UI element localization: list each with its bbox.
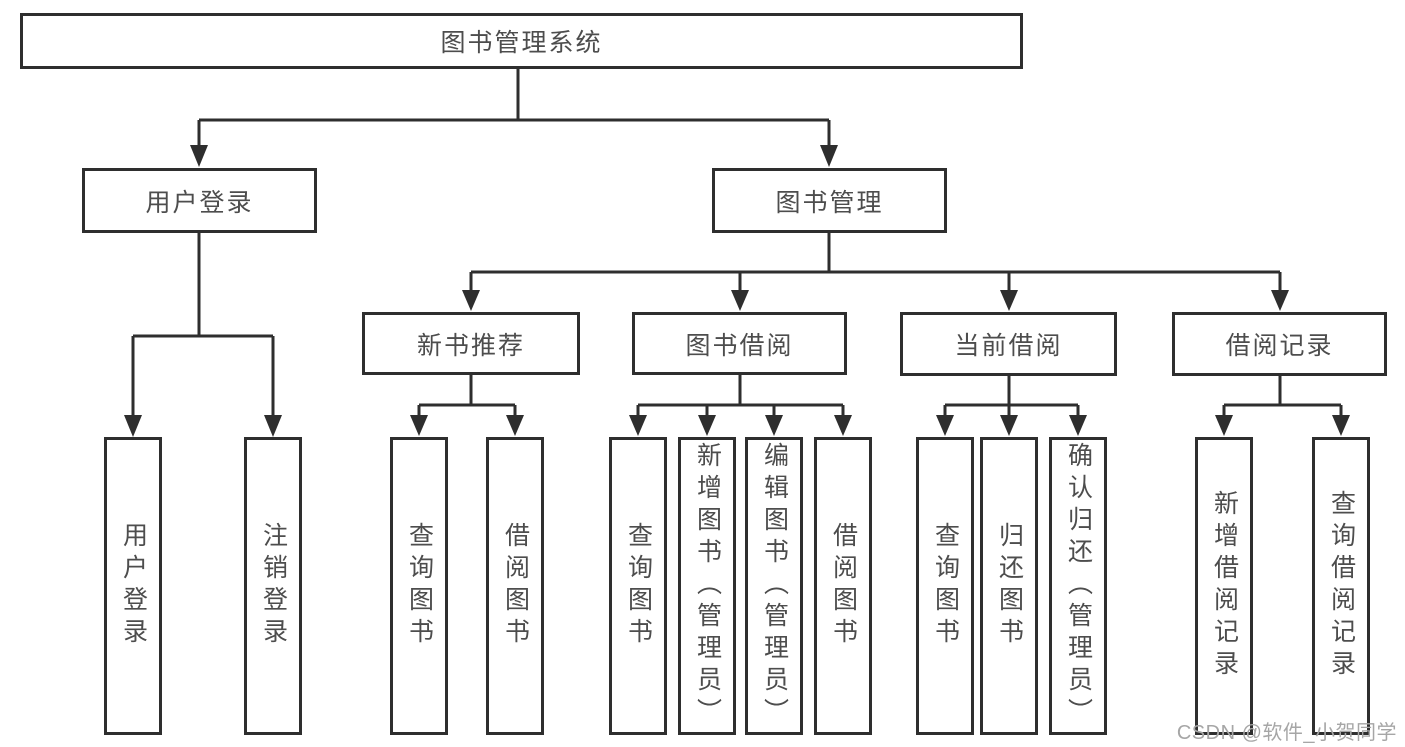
leaf-add-book-admin-label: 新增图书（管理员） [693,442,722,730]
node-book-borrow-label: 图书借阅 [685,331,794,360]
leaf-add-book-admin: 新增图书（管理员） [678,437,736,735]
leaf-logout-label: 注销登录 [259,522,288,650]
node-current-borrow: 当前借阅 [900,312,1117,376]
leaf-user-login-label: 用户登录 [119,522,148,650]
leaf-edit-book-admin: 编辑图书（管理员） [745,437,803,735]
leaf-confirm-return-admin: 确认归还（管理员） [1049,437,1107,735]
node-user-login: 用户登录 [82,168,317,233]
node-new-book-rec-label: 新书推荐 [416,331,525,360]
connector-book-mgmt [462,233,1289,311]
node-user-login-label: 用户登录 [145,188,254,217]
leaf-query-borrow-record-label: 查询借阅记录 [1327,490,1356,682]
node-borrow-records-label: 借阅记录 [1225,332,1334,360]
leaf-edit-book-admin-label: 编辑图书（管理员） [760,442,789,730]
connector-new-book [410,375,524,436]
leaf-query-books-2: 查询图书 [609,437,667,735]
leaf-query-books-2-label: 查询图书 [624,522,653,650]
node-book-mgmt: 图书管理 [712,168,947,233]
connector-borrow-records [1215,375,1350,436]
leaf-query-borrow-record: 查询借阅记录 [1312,437,1370,735]
connector-current-borrow [936,375,1087,436]
connector-book-borrow [629,375,852,436]
node-new-book-rec: 新书推荐 [362,312,580,375]
connector-user-login [124,233,282,437]
leaf-borrow-books-2-label: 借阅图书 [829,522,858,650]
node-root: 图书管理系统 [20,13,1023,69]
leaf-borrow-books-1: 借阅图书 [486,437,544,735]
leaf-add-borrow-record: 新增借阅记录 [1195,437,1253,735]
leaf-query-books-1: 查询图书 [390,437,448,735]
leaf-confirm-return-admin-label: 确认归还（管理员） [1064,442,1093,730]
leaf-borrow-books-2: 借阅图书 [814,437,872,735]
leaf-query-books-1-label: 查询图书 [405,522,434,650]
leaf-return-book: 归还图书 [980,437,1038,735]
leaf-borrow-books-1-label: 借阅图书 [501,522,530,650]
leaf-query-books-3: 查询图书 [916,437,974,735]
node-book-borrow: 图书借阅 [632,312,847,375]
csdn-watermark: CSDN @软件_小贺同学 [1176,722,1397,744]
leaf-add-borrow-record-label: 新增借阅记录 [1210,490,1239,682]
connector-root [190,69,838,167]
leaf-return-book-label: 归还图书 [995,522,1024,650]
leaf-user-login: 用户登录 [104,437,162,735]
node-root-label: 图书管理系统 [440,29,603,57]
node-current-borrow-label: 当前借阅 [954,332,1063,360]
leaf-logout: 注销登录 [244,437,302,735]
node-book-mgmt-label: 图书管理 [775,188,884,217]
node-borrow-records: 借阅记录 [1172,312,1387,376]
leaf-query-books-3-label: 查询图书 [931,522,960,650]
